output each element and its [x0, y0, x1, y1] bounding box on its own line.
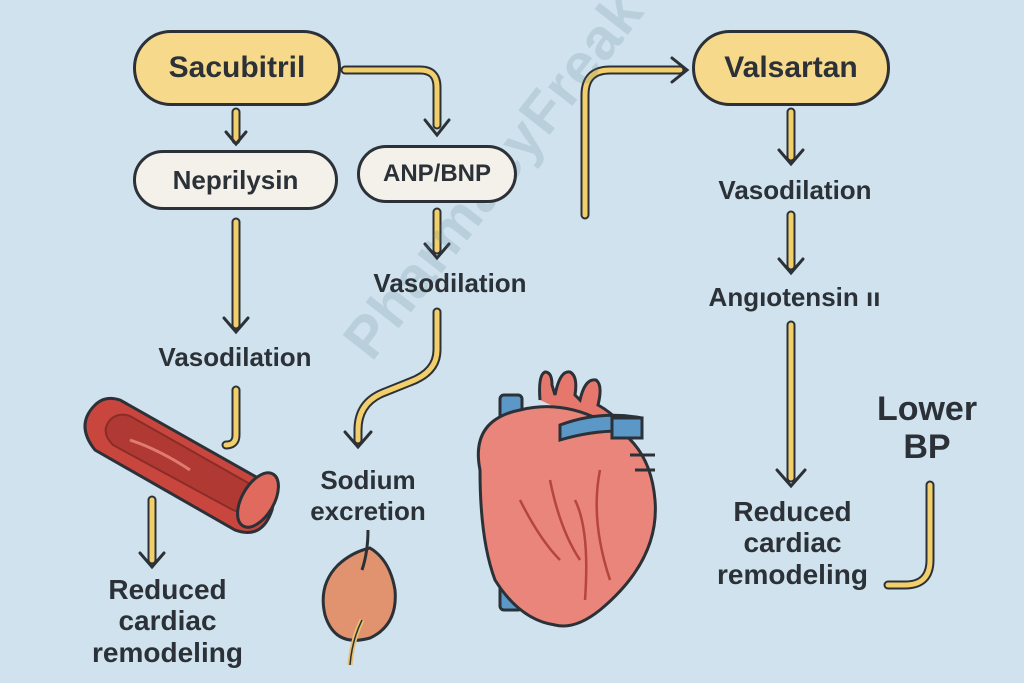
lower-bp-line-1: Lower — [876, 390, 978, 428]
arrow-anp-vasodilation — [423, 207, 451, 261]
arrow-lowerbp-reduced — [883, 480, 935, 590]
angiotensin-label: Angıotensin ıı — [708, 282, 881, 312]
arrow-angiotensin-reduced — [775, 320, 807, 489]
sodium-excretion-line-1: Sodium — [320, 465, 416, 495]
reduced-left-line-2: cardiac — [118, 605, 217, 637]
arrow-neprilysin-vasodilation — [222, 217, 250, 335]
reduced-right-line-2: cardiac — [743, 527, 842, 559]
sacubitril-node: Sacubitril — [133, 30, 341, 106]
reduced-remodeling-right-label: Reduced cardiac remodeling — [700, 496, 885, 590]
reduced-left-line-3: remodeling — [92, 636, 243, 668]
reduced-left-line-1: Reduced — [108, 574, 227, 605]
arrow-vasodilation-sodium — [343, 307, 442, 450]
arrow-valsartan-vasodilation — [777, 107, 805, 167]
sodium-excretion-line-2: excretion — [310, 495, 426, 526]
heart-icon — [476, 370, 657, 628]
arrow-vasodilation-angiotensin — [777, 210, 805, 276]
reduced-remodeling-left-label: Reduced cardiac remodeling — [70, 574, 265, 668]
blood-vessel-icon — [83, 396, 280, 534]
valsartan-node: Valsartan — [692, 30, 890, 106]
lower-bp-label: Lower BP — [862, 390, 992, 466]
vasodilation-left-label: Vasodilation — [158, 342, 312, 372]
arrow-sacubitril-neprilysin — [224, 107, 248, 147]
kidney-icon — [321, 529, 397, 666]
reduced-right-line-3: remodeling — [717, 558, 868, 590]
arrow-to-valsartan — [580, 56, 690, 220]
reduced-right-line-1: Reduced — [733, 496, 852, 527]
neprilysin-node: Neprilysin — [133, 150, 338, 210]
vasodilation-mid-label: Vasodilation — [373, 268, 527, 298]
lower-bp-line-2: BP — [903, 428, 951, 467]
vasodilation-right-label: Vasodilation — [718, 175, 872, 205]
anp-bnp-node: ANP/BNP — [357, 145, 517, 203]
arrow-sacubitril-anp — [340, 65, 451, 138]
arrow-vessel-reduced — [138, 495, 166, 570]
arrow-vasodilation-vessel — [221, 385, 241, 450]
sodium-excretion-label: Sodium excretion — [298, 465, 438, 526]
